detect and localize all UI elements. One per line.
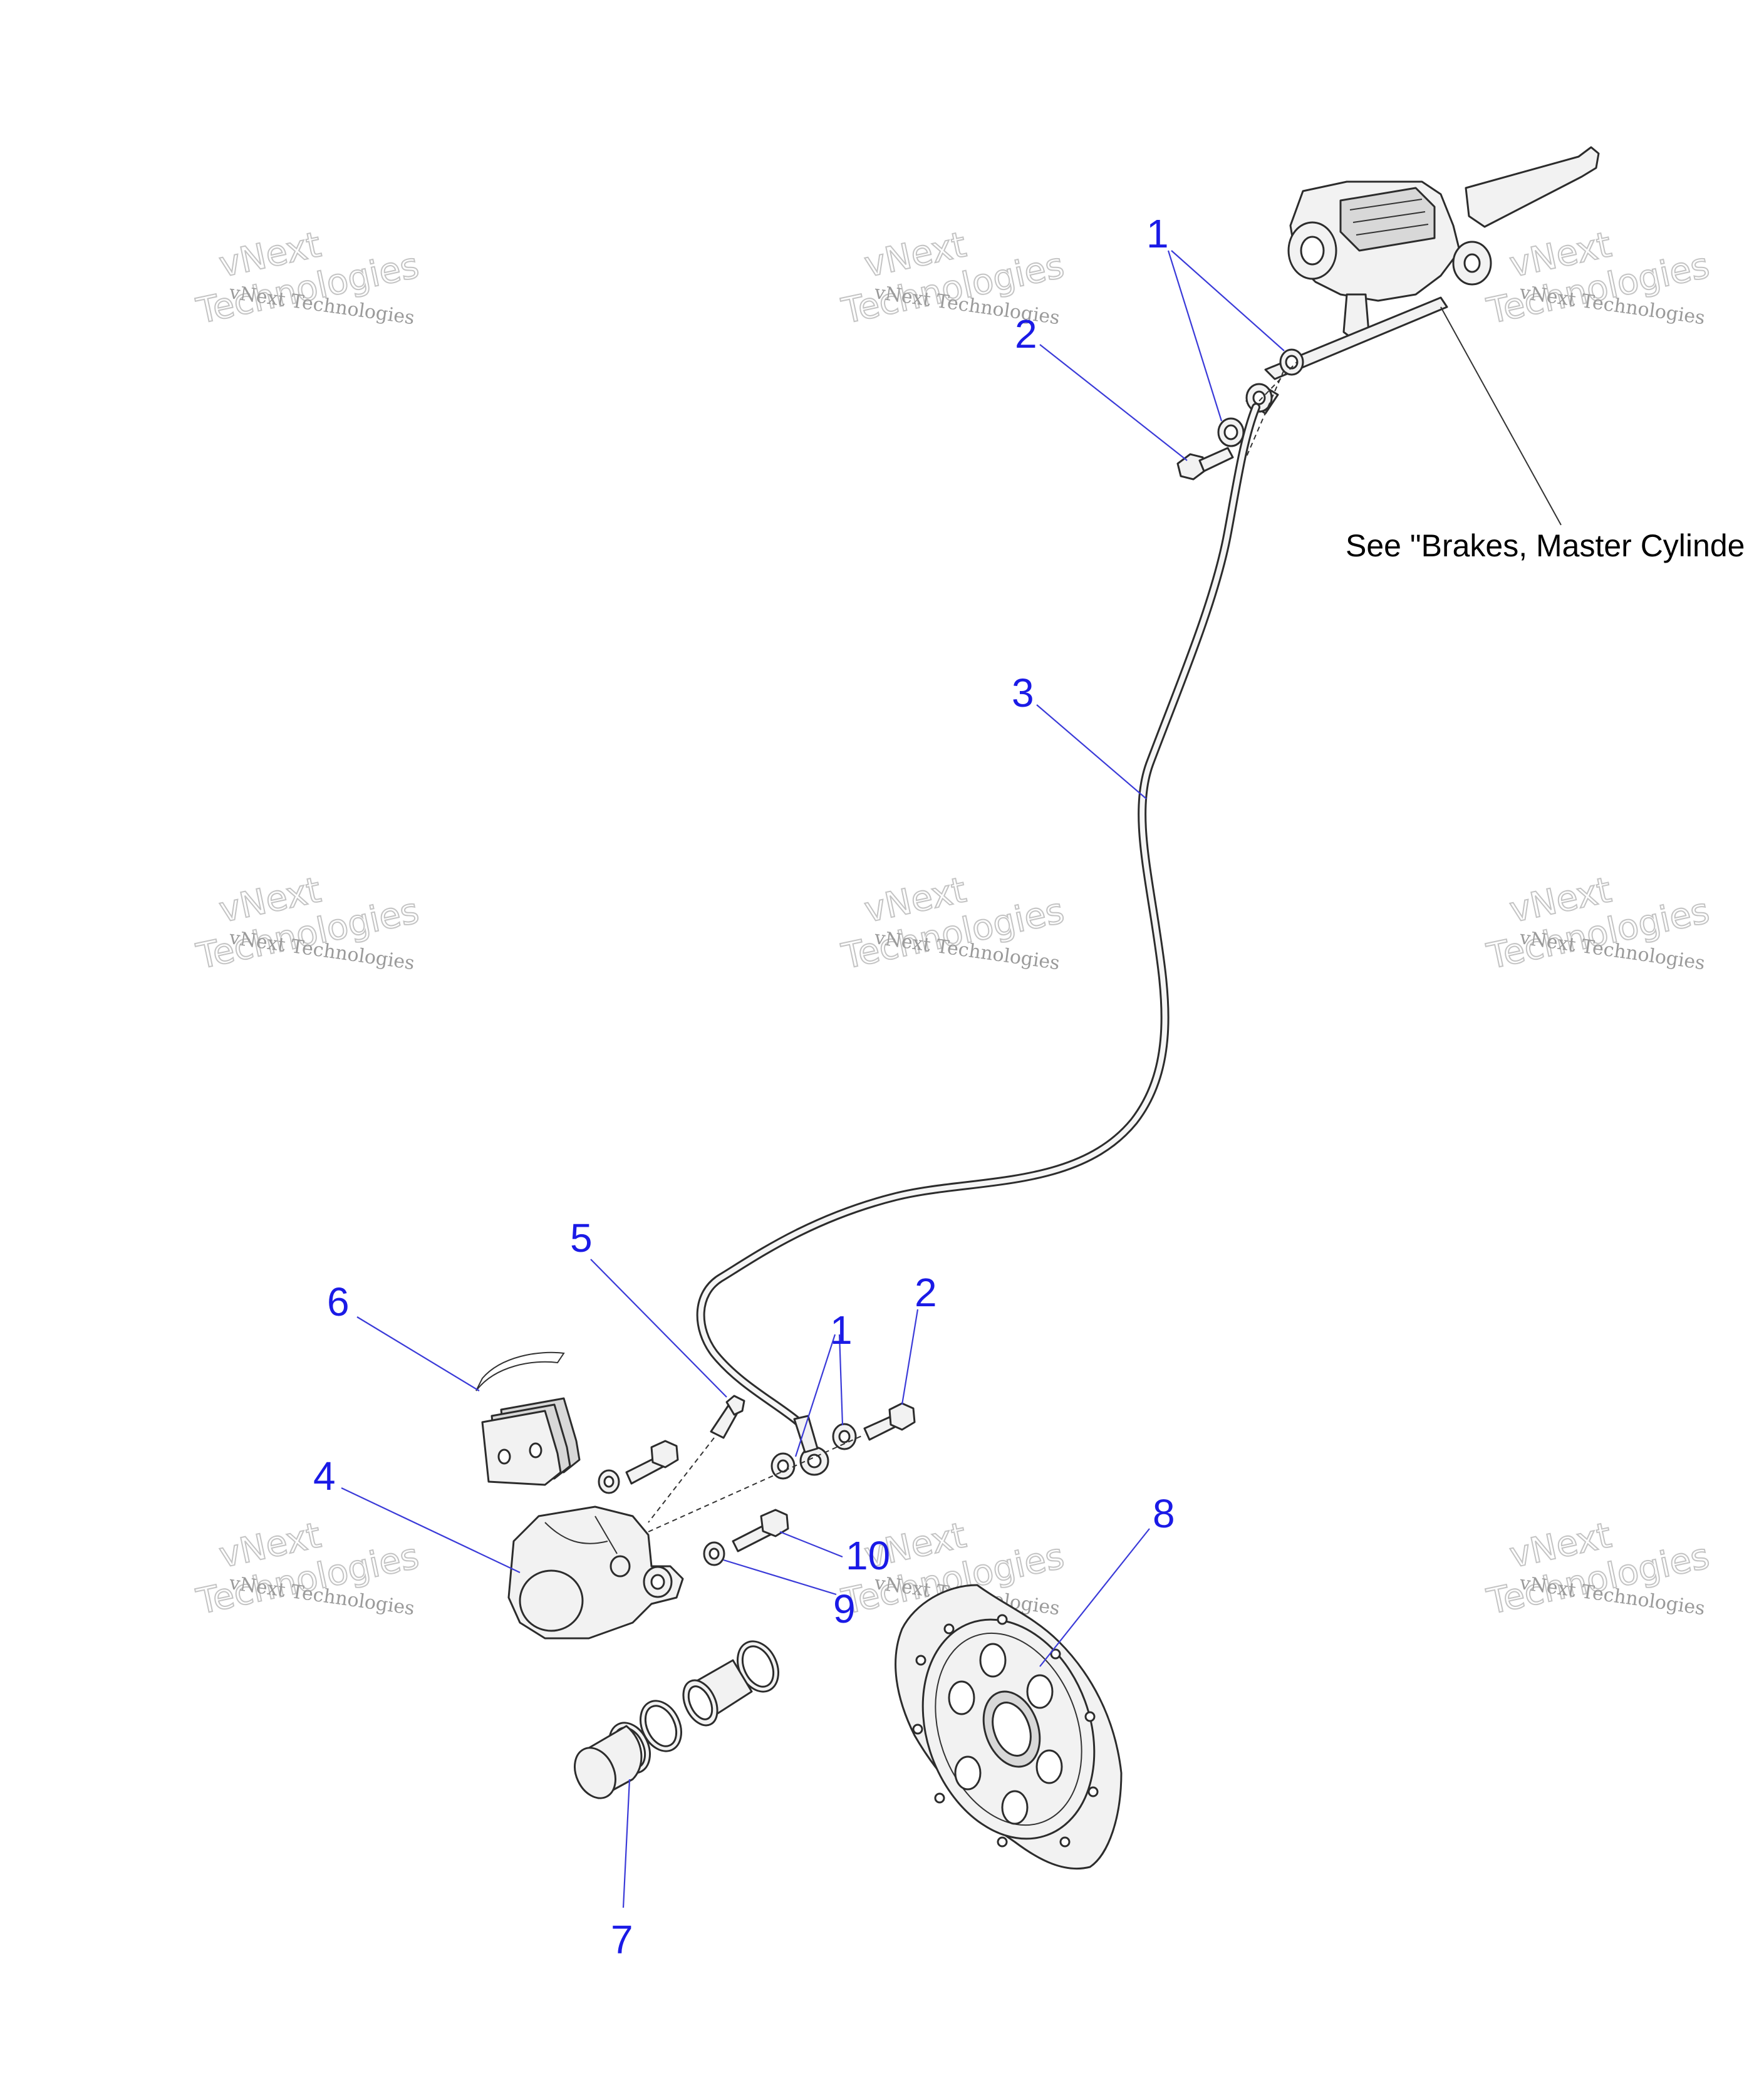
pad-retaining-spring [475, 1351, 565, 1391]
see-master-cylinder-note: See "Brakes, Master Cylinde [1346, 528, 1745, 563]
callout-6: 6 [327, 1279, 350, 1324]
callout-8: 8 [1153, 1491, 1175, 1536]
master-cylinder-assembly[interactable] [1264, 146, 1600, 380]
callout-2-bottom: 2 [915, 1270, 937, 1315]
brake-lever [1465, 146, 1600, 228]
watermark-grid: vNext Technologies vNext Technologies vN… [192, 224, 1713, 1623]
callout-1-bottom: 1 [830, 1308, 853, 1353]
callout-10: 10 [846, 1533, 890, 1578]
callout-3: 3 [1012, 670, 1034, 715]
callout-5: 5 [570, 1215, 593, 1261]
callout-2-top: 2 [1015, 311, 1037, 356]
caliper-piston-kit [574, 1640, 779, 1799]
callout-leaders [341, 250, 1285, 1908]
note-leader-line [1440, 306, 1562, 526]
brake-pad-set [475, 1351, 581, 1486]
callout-9: 9 [833, 1586, 856, 1631]
callout-4: 4 [313, 1453, 336, 1499]
callout-1-top: 1 [1146, 211, 1169, 256]
hose-fitting-bar [1264, 296, 1448, 380]
callout-7: 7 [611, 1917, 633, 1962]
brake-caliper [507, 1505, 684, 1640]
brake-disc [895, 1584, 1123, 1870]
callout-labels: 1 2 3 5 6 2 1 4 10 8 9 7 [313, 211, 1175, 1962]
reservoir-cover [1339, 187, 1436, 252]
